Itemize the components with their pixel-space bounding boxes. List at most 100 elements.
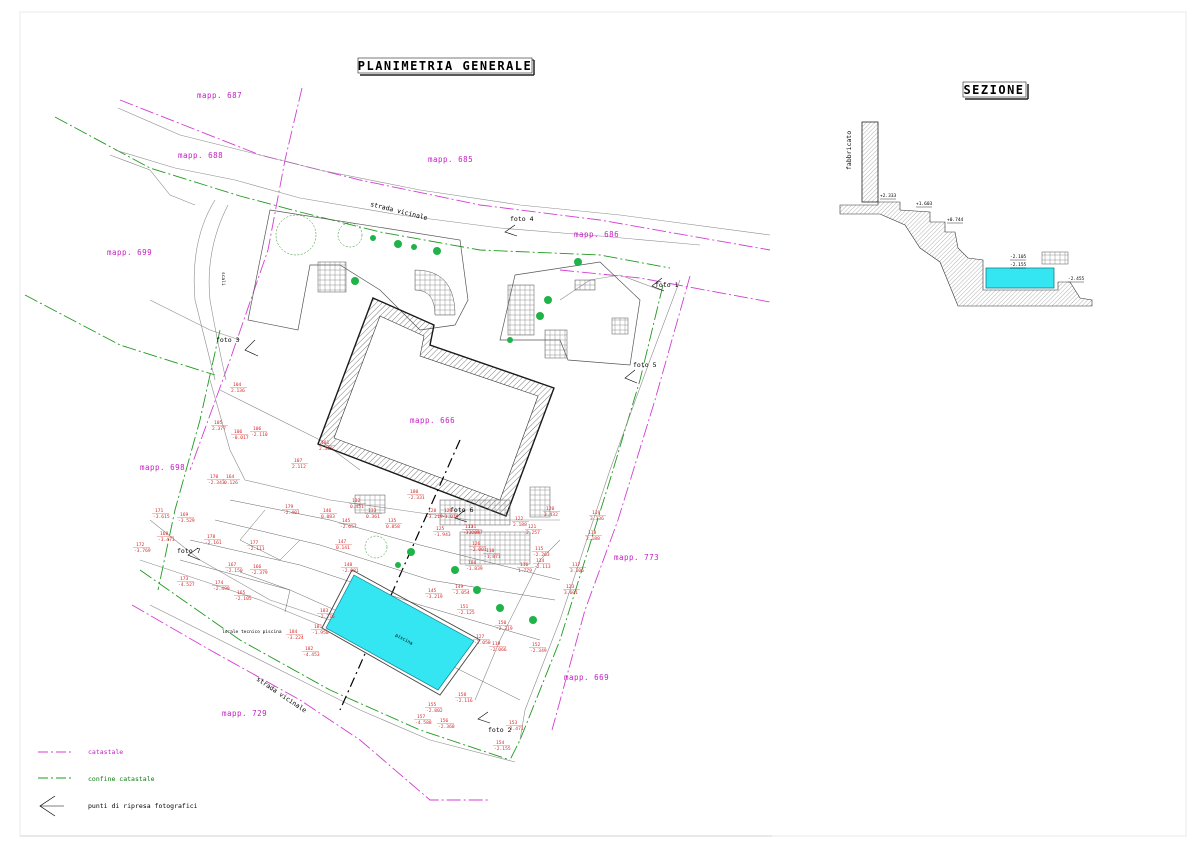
photo-label-5: foto 5 [633,361,657,369]
elevation-point-id: 182 [305,646,314,652]
elevation-point-id: 148 [344,562,353,568]
elevation-point-value: 2.136 [231,388,245,394]
elevation-point-value: 1.779 [518,568,532,574]
elevation-point: 170-2.343 [207,474,225,486]
elevation-point-id: 164 [226,474,235,480]
elevation-point-id: 114 [536,558,545,564]
elevation-point: 106-2.110 [250,426,268,438]
main-building [317,297,555,517]
parcel-699: mapp. 699 [107,248,152,257]
elevation-point-value: -0.017 [232,435,249,441]
elevation-point: 119-2.066 [489,641,507,653]
elevation-point-value: -1.950 [312,630,329,636]
elevation-point-id: 183 [320,608,329,614]
elevation-point-value: -3.219 [426,514,443,520]
elevation-point-value: -1.019 [442,514,459,520]
elevation-point: 169-3.529 [177,512,195,524]
elevation-point-id: 146 [323,508,332,514]
photo-label-4: foto 4 [510,215,534,223]
elevation-point-value: -3.615 [153,514,170,520]
parcel-773: mapp. 773 [614,553,659,562]
elevation-point-value: -2.161 [205,540,222,546]
legend-boundary-label: confine catastale [88,775,155,783]
tech-room-label: locale tecnico piscina [222,629,282,635]
elevation-point-value: 0.361 [366,514,380,520]
elevation-point: 153-2.471 [506,720,524,732]
road-label-side: scali [220,272,226,286]
elevation-point-id: 131 [468,524,477,530]
elevation-point-id: 101 [321,440,330,446]
elevation-point-value: 2.377 [212,426,226,432]
elevation-point-value: -3.087 [466,530,483,536]
elevation-point-id: 117 [572,562,581,568]
elevation-point-value: 2.188 [513,522,527,528]
elevation-point-value: -4.527 [178,582,195,588]
elevation-point-id: 166 [253,564,262,570]
elevation-point-value: -2.054 [453,590,470,596]
elevation-point-id: 180 [410,489,419,495]
elevation-point-id: 106 [234,429,243,435]
elevation-point: 168-3.471 [157,531,175,543]
elevation-point-value: -1.943 [434,532,451,538]
elevation-points: 1042.1361052.377106-0.017106-2.1101072.1… [133,382,606,752]
elevation-point-id: 121 [528,524,537,530]
parcel-729: mapp. 729 [222,709,267,718]
elevation-point-id: 169 [180,512,189,518]
elevation-point-id: 181 [314,624,323,630]
elevation-point-value: -2.110 [251,432,268,438]
elevation-point-value: -3.087 [463,530,480,536]
elevation-point-id: 178 [207,534,216,540]
parcel-685: mapp. 685 [428,155,473,164]
elevation-point-id: 107 [294,458,303,464]
elevation-point: 174-2.499 [212,580,230,592]
plan-title: PLANIMETRIA GENERALE [357,57,535,76]
elevation-point-value: -2.379 [251,570,268,576]
elevation-point-id: 179 [285,504,294,510]
elevation-point-value: -2.499 [213,586,230,592]
elevation-point-id: 151 [460,604,469,610]
elevation-point: 115-2.263 [532,546,550,558]
elevation-point-id: 104 [468,560,477,566]
elevation-point-value: -2.001 [470,547,487,553]
elevation-point-value: 3.336 [590,516,604,522]
photo-label-7: foto 7 [177,547,201,555]
elevation-point-id: 155 [428,702,437,708]
section-level-label: +0.744 [947,217,964,223]
elevation-point-value: -3.219 [426,594,443,600]
elevation-point-value: -2.066 [490,647,507,653]
elevation-point-value: -2.657 [340,524,357,530]
elevation-point-id: 118 [588,530,597,536]
elevation-point-id: 167 [228,562,237,568]
elevation-point: 127-2.058 [473,634,491,646]
elevation-point-value: -3.224 [287,635,304,641]
elevation-point: 128-3.219 [425,508,443,520]
photo-label-2: foto 2 [488,726,512,734]
right-terrace [499,261,641,366]
elevation-point-id: 110 [486,548,495,554]
elevation-point-id: 156 [440,718,449,724]
elevation-point-value: -4.453 [303,652,320,658]
elevation-point-value: -2.111 [248,546,265,552]
elevation-point-value: 2.188 [586,536,600,542]
elevation-point-id: 115 [535,546,544,552]
elevation-point: 166-2.379 [250,564,268,576]
photo-label-6: foto 6 [450,506,474,514]
elevation-point-value: -4.588 [415,720,432,726]
elevation-point-value: -1.871 [484,554,501,560]
elevation-point: 172-3.769 [133,542,151,554]
parcel-666: mapp. 666 [410,416,455,425]
elevation-point: 145-3.219 [425,588,443,600]
elevation-point: 104-1.839 [465,560,483,572]
elevation-point-value: 0.126 [224,480,238,486]
elevation-point-value: -2.349 [530,648,547,654]
elevation-point-value: -2.150 [226,568,243,574]
elevation-point-value: -2.471 [507,726,524,732]
